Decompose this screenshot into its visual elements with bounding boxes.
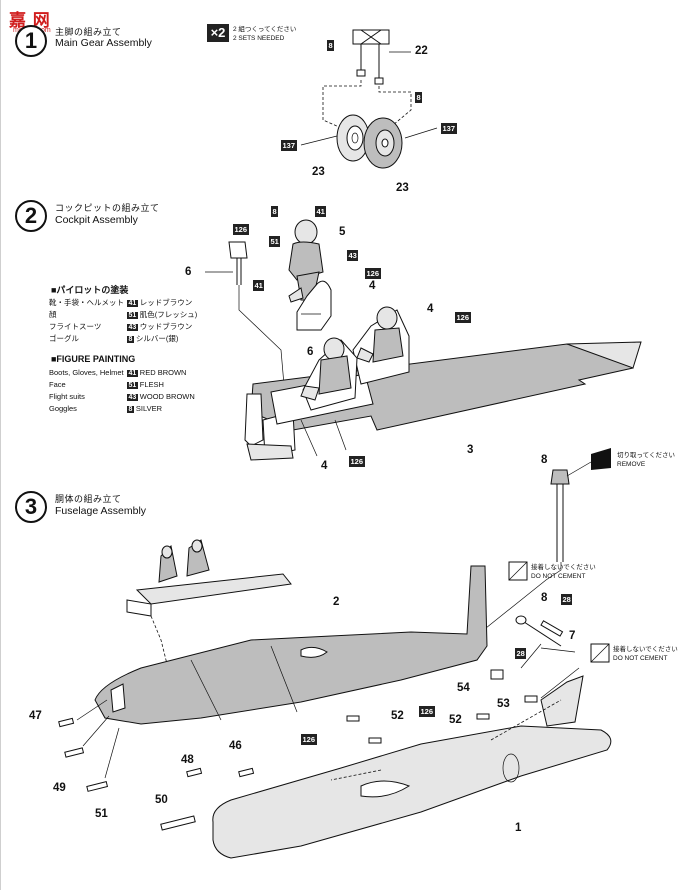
part-23: 23 bbox=[312, 166, 325, 178]
paint-callout-126: 126 bbox=[419, 706, 435, 717]
legend-color: WOOD BROWN bbox=[139, 392, 195, 401]
part-1: 1 bbox=[515, 822, 522, 834]
paint-callout-51: 51 bbox=[269, 236, 281, 247]
legend-color: ウッドブラウン bbox=[139, 322, 193, 331]
paint-callout-41: 41 bbox=[315, 206, 327, 217]
legend-label: ゴーグル bbox=[49, 334, 79, 343]
legend-label: Flight suits bbox=[49, 392, 85, 401]
part-54: 54 bbox=[457, 682, 470, 694]
legend-code: 43 bbox=[127, 394, 138, 401]
legend-code: 43 bbox=[127, 324, 138, 331]
legend-label: Boots, Gloves, Helmet bbox=[49, 368, 124, 377]
step-1-title-jp: 主脚の組み立て bbox=[55, 27, 122, 37]
legend-en-title: ■FIGURE PAINTING bbox=[51, 354, 136, 364]
part-52: 52 bbox=[391, 710, 404, 722]
step-3-title-jp: 胴体の組み立て bbox=[55, 494, 122, 504]
x2-note-en: 2 SETS NEEDED bbox=[233, 35, 285, 42]
legend-label: Face bbox=[49, 380, 66, 389]
part-22: 22 bbox=[415, 45, 428, 57]
legend-code: 8 bbox=[127, 406, 134, 413]
part-2: 2 bbox=[333, 596, 340, 608]
part-23: 23 bbox=[396, 182, 409, 194]
paint-callout-28: 28 bbox=[515, 648, 527, 659]
paint-callout-8: 8 bbox=[271, 206, 279, 217]
watermark-logo: 嘉 网 bbox=[9, 11, 51, 30]
do-not-cement-note-jp: 接着しないでください bbox=[531, 564, 596, 571]
remove-note-jp: 切り取ってください bbox=[617, 452, 675, 459]
do-not-cement-note-en: DO NOT CEMENT bbox=[613, 655, 668, 662]
legend-color: 肌色(フレッシュ) bbox=[139, 310, 198, 319]
step-1-title-en: Main Gear Assembly bbox=[55, 37, 152, 49]
part-6: 6 bbox=[185, 266, 192, 278]
legend-color: シルバー(銀) bbox=[135, 334, 179, 343]
paint-callout-43: 43 bbox=[347, 250, 359, 261]
part-4: 4 bbox=[321, 460, 328, 472]
step-2-title-en: Cockpit Assembly bbox=[55, 214, 138, 226]
part-3: 3 bbox=[467, 444, 474, 456]
legend-code: 8 bbox=[127, 336, 134, 343]
legend-color: レッドブラウン bbox=[139, 298, 193, 307]
part-52: 52 bbox=[449, 714, 462, 726]
legend-color: RED BROWN bbox=[139, 368, 187, 377]
part-50: 50 bbox=[155, 794, 168, 806]
legend-label: 靴・手袋・ヘルメット bbox=[49, 298, 124, 307]
legend-code: 41 bbox=[127, 300, 138, 307]
step-2-title-jp: コックピットの組み立て bbox=[55, 203, 160, 213]
paint-callout-126: 126 bbox=[233, 224, 249, 235]
part-7: 7 bbox=[569, 630, 576, 642]
legend-label: Goggles bbox=[49, 404, 77, 413]
part-49: 49 bbox=[53, 782, 66, 794]
part-4: 4 bbox=[427, 303, 434, 315]
remove-note-en: REMOVE bbox=[617, 461, 646, 468]
x2-badge: ×2 bbox=[207, 24, 229, 42]
legend-color: FLESH bbox=[139, 380, 164, 389]
do-not-cement-note-jp: 接着しないでください bbox=[613, 646, 678, 653]
paint-callout-126: 126 bbox=[349, 456, 365, 467]
paint-callout-41: 41 bbox=[253, 280, 265, 291]
step-3-title-en: Fuselage Assembly bbox=[55, 505, 147, 517]
legend-jp-title: ■パイロットの塗装 bbox=[51, 285, 129, 295]
paint-callout-126: 126 bbox=[301, 734, 317, 745]
part-47: 47 bbox=[29, 710, 42, 722]
part-48: 48 bbox=[181, 754, 194, 766]
paint-callout-28: 28 bbox=[561, 594, 573, 605]
part-5: 5 bbox=[339, 226, 346, 238]
part-6: 6 bbox=[307, 346, 314, 358]
part-53: 53 bbox=[497, 698, 510, 710]
paint-callout-8: 8 bbox=[327, 40, 335, 51]
legend-code: 51 bbox=[127, 382, 138, 389]
legend-label: 顔 bbox=[49, 310, 57, 319]
paint-callout-137: 137 bbox=[281, 140, 297, 151]
part-4: 4 bbox=[369, 280, 376, 292]
part-8: 8 bbox=[541, 454, 548, 466]
part-8: 8 bbox=[541, 592, 548, 604]
part-46: 46 bbox=[229, 740, 242, 752]
paint-callout-126: 126 bbox=[455, 312, 471, 323]
paint-callout-126: 126 bbox=[365, 268, 381, 279]
legend-code: 41 bbox=[127, 370, 138, 377]
paint-callout-8: 8 bbox=[415, 92, 423, 103]
legend-code: 51 bbox=[127, 312, 138, 319]
step-1-number: 1 bbox=[15, 25, 47, 57]
legend-color: SILVER bbox=[135, 404, 163, 413]
step-2-number: 2 bbox=[15, 200, 47, 232]
do-not-cement-note-en: DO NOT CEMENT bbox=[531, 573, 586, 580]
legend-label: フライトスーツ bbox=[49, 322, 102, 331]
step-3-number: 3 bbox=[15, 491, 47, 523]
part-51: 51 bbox=[95, 808, 108, 820]
paint-callout-137: 137 bbox=[441, 123, 457, 134]
x2-note-jp: 2 組つくってください bbox=[233, 26, 297, 33]
